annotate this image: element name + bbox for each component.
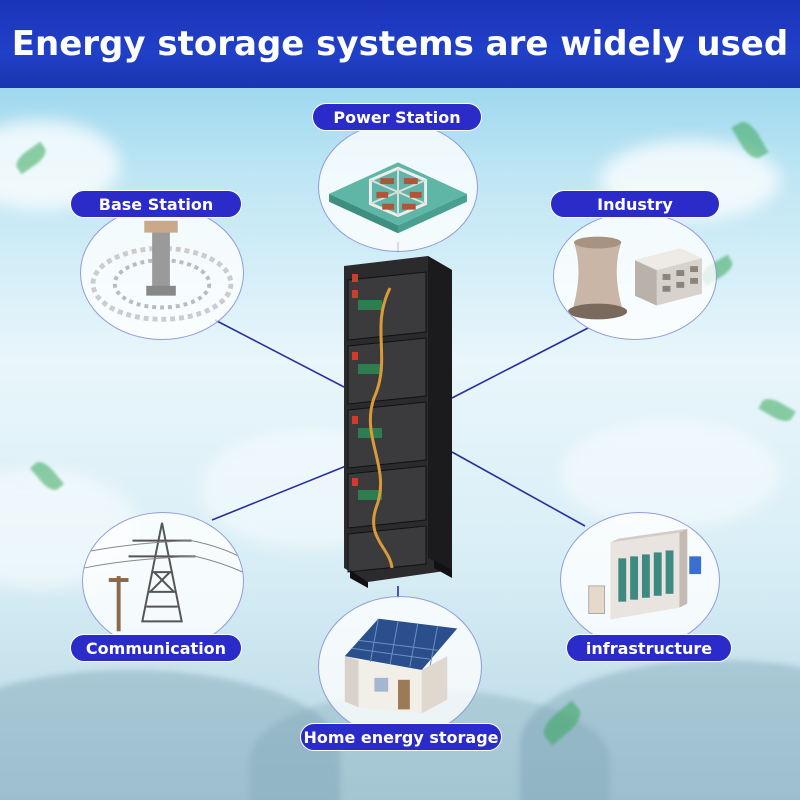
power-pylon-icon (83, 522, 243, 632)
connector-communication (211, 465, 347, 521)
page-title: Energy storage systems are widely used (11, 24, 789, 64)
cell-tower-icon (90, 220, 234, 322)
connector-infrastructure (451, 451, 586, 527)
base-station-circle (80, 206, 244, 340)
industry-circle (553, 212, 717, 340)
connector-industry (451, 327, 589, 399)
home-energy-storage-label: Home energy storage (300, 723, 502, 751)
control-panel-icon (588, 528, 702, 620)
page-header: Energy storage systems are widely used (0, 0, 800, 88)
solar-farm-icon (329, 162, 467, 234)
home-energy-storage-circle (318, 596, 482, 738)
factory-icon (568, 236, 702, 320)
power-station-label: Power Station (312, 103, 482, 131)
infrastructure-circle (560, 512, 720, 648)
power-station-circle (318, 122, 478, 252)
communication-label: Communication (70, 634, 242, 662)
battery-rack-icon (344, 256, 452, 588)
industry-label: Industry (550, 190, 720, 218)
infrastructure-label: infrastructure (566, 634, 732, 662)
solar-house-icon (344, 618, 458, 714)
base-station-label: Base Station (70, 190, 242, 218)
connector-base-station (214, 319, 347, 389)
communication-circle (82, 512, 244, 650)
